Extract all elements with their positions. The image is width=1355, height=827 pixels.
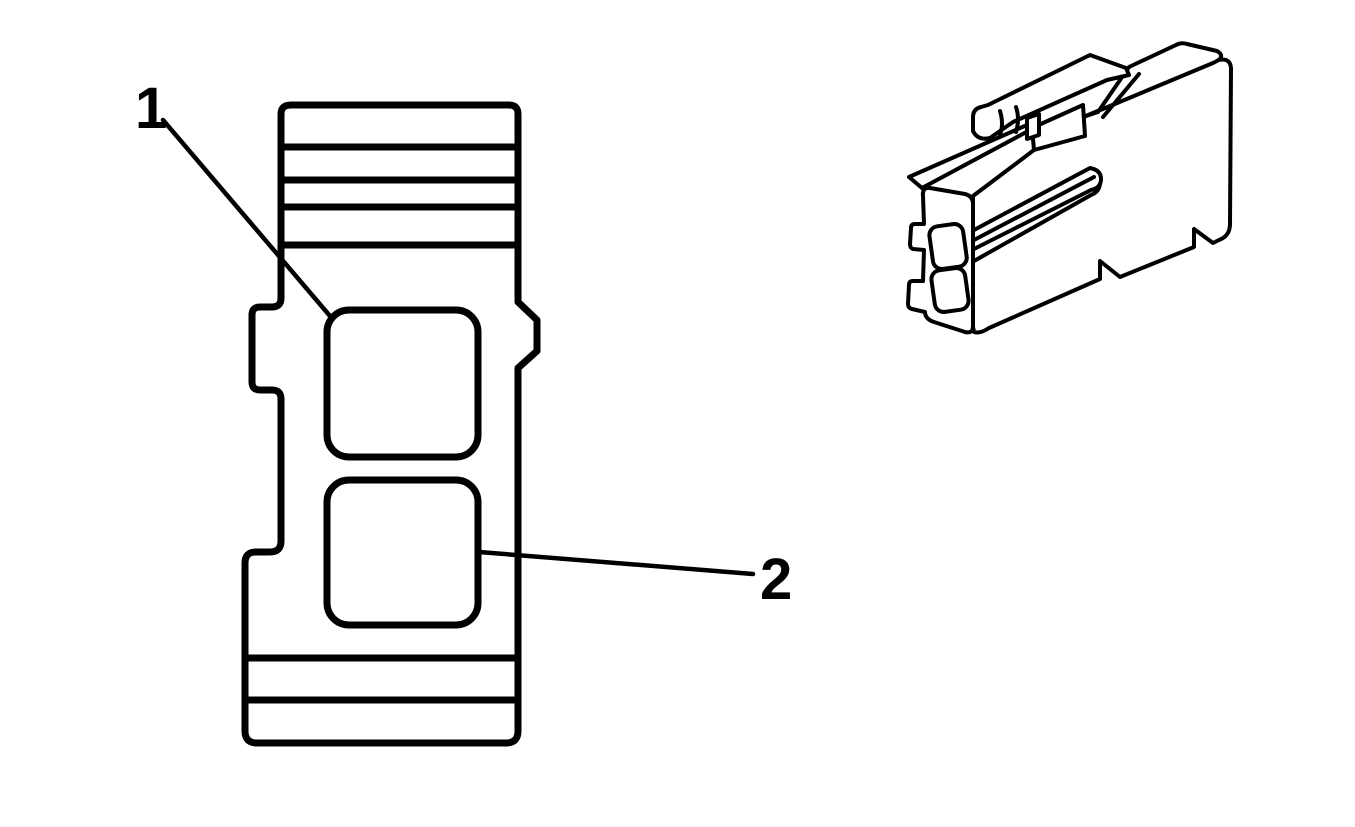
iso-tab-nose-creases bbox=[998, 105, 1020, 137]
upper-terminal-cavity bbox=[323, 306, 482, 461]
iso-lock-tab-slot bbox=[1030, 103, 1087, 152]
iso-latch-nub bbox=[1025, 112, 1041, 141]
callout-1-label: 1 bbox=[135, 76, 167, 141]
iso-hook-cut-inner-edge bbox=[1101, 72, 1141, 119]
callouts: 1 2 bbox=[135, 76, 792, 612]
front-view-body-outline bbox=[241, 101, 541, 747]
callout-1-leader-line bbox=[160, 117, 333, 319]
connector-front-view bbox=[241, 101, 541, 747]
connector-isometric-view bbox=[906, 41, 1233, 335]
iso-lock-tab bbox=[971, 53, 1131, 141]
front-view-top-ribs bbox=[277, 143, 522, 249]
iso-ramp-edges bbox=[907, 123, 1034, 190]
iso-side-rail bbox=[972, 166, 1103, 263]
iso-lower-terminal-cavity bbox=[929, 266, 971, 314]
lower-terminal-cavity bbox=[323, 476, 482, 629]
front-view-bottom-ribs bbox=[241, 654, 522, 704]
callout-2-label: 2 bbox=[760, 547, 792, 612]
iso-body-right-face bbox=[971, 57, 1233, 335]
callout-2-leader-line bbox=[476, 549, 756, 577]
